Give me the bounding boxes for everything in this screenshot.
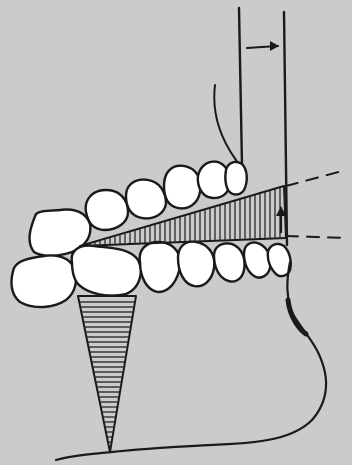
lower-premolar-2 [178,242,214,287]
upper-premolar-2 [164,166,200,209]
lower-molar-2 [72,246,141,296]
upper-molar-2 [86,190,128,230]
upper-premolar-1 [126,180,166,219]
lower-molar-1 [12,256,76,308]
upper-incisor [225,162,246,195]
